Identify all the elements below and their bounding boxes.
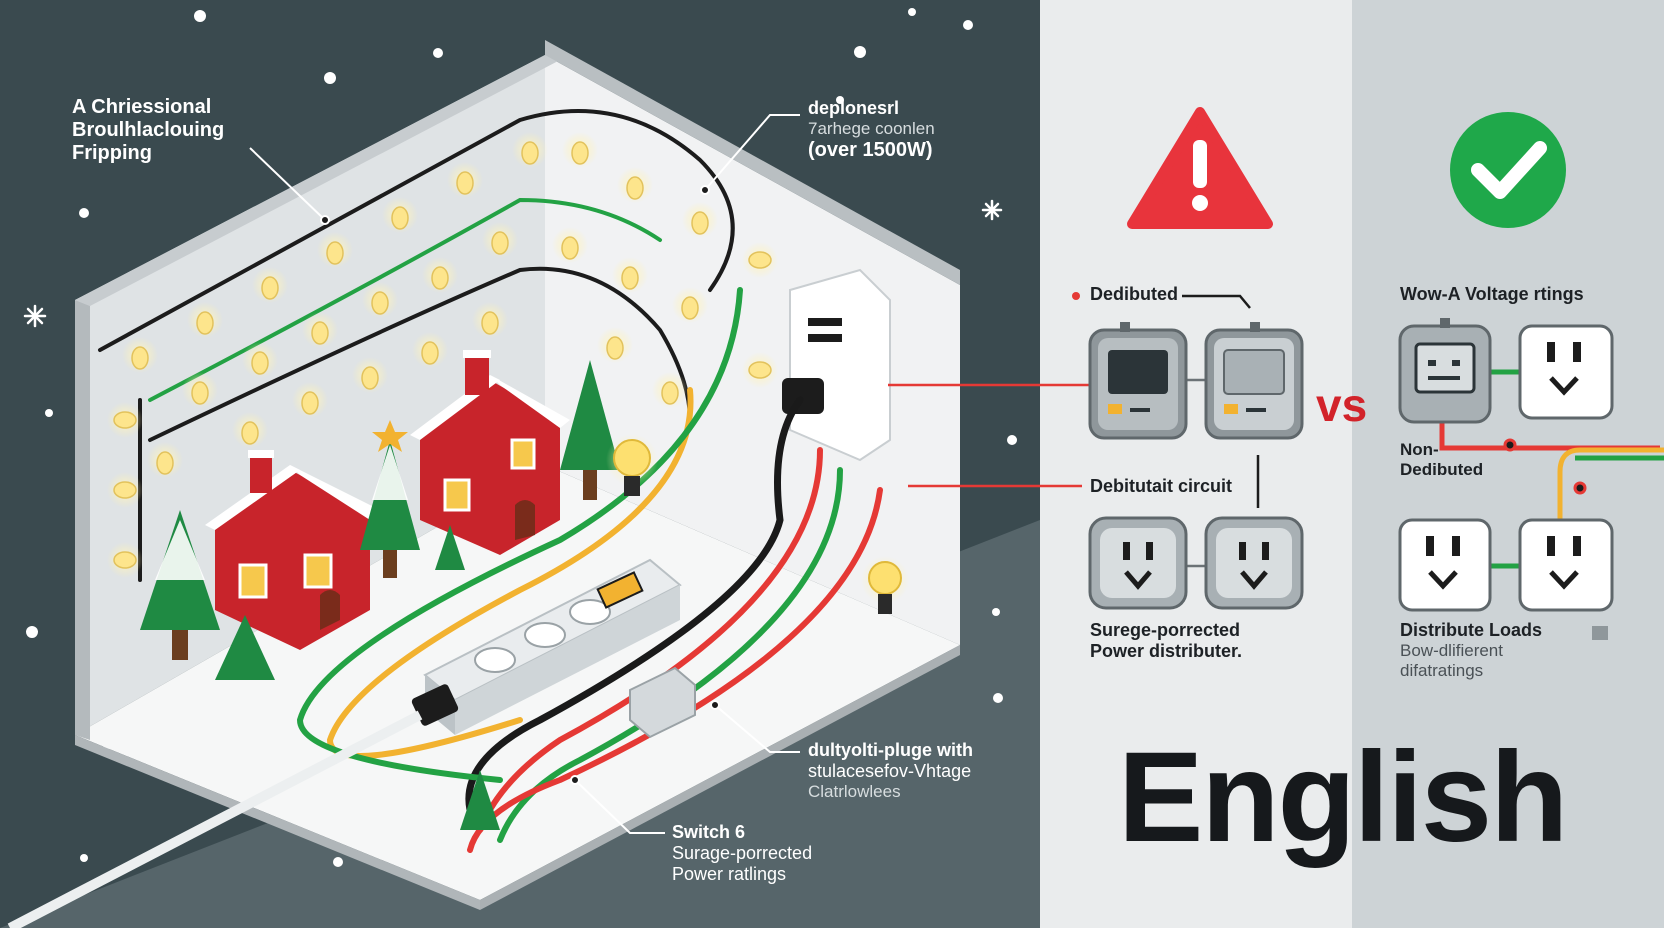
circuit-label: Debitutait circuit [1090, 476, 1233, 496]
top-label-line: (over 1500W) [808, 139, 933, 161]
callout-leaders [249, 114, 800, 834]
switch-label-line: Power ratlings [672, 864, 787, 884]
left-title-line: A Chriessional [72, 96, 212, 118]
non-dedicated-line: Dedibuted [1400, 460, 1484, 479]
red-bullet-dot [1072, 292, 1080, 300]
surge-label-line: Power distributer. [1090, 641, 1243, 661]
surge-label: Surege-porrected Power distributer. [1090, 620, 1242, 662]
plug-label: dultyolti-pluge with stulacesefov-Vhtage… [808, 740, 973, 802]
right-title: Wow-A Voltage rtings [1400, 284, 1584, 304]
christmas-trees [140, 360, 620, 830]
vs-label: vs [1316, 379, 1368, 431]
snowflake-icon [23, 199, 1003, 328]
snow-dots [26, 8, 1017, 867]
plug-label-line: Clatrlowlees [808, 782, 901, 801]
top-right-label: deplonesrl 7arhege coonlen (over 1500W) [808, 98, 935, 162]
distribute-label: Distribute Loads Bow-dlifierent difatrat… [1400, 620, 1542, 681]
top-label-title: deplonesrl [808, 98, 900, 118]
non-dedicated-label: Non- Dedibuted [1400, 440, 1483, 480]
plug-label-line: dultyolti-pluge with [808, 740, 973, 760]
right-meter-icon [1398, 318, 1492, 424]
big-word-title: English [1118, 726, 1568, 869]
house-large [410, 350, 570, 555]
distribute-line: difatratings [1400, 661, 1484, 680]
switch-label: Switch 6 Surage-porrected Power ratlings [672, 822, 812, 885]
connector-lines [888, 294, 1260, 568]
warning-triangle-icon [1127, 107, 1273, 229]
power-strip [7, 558, 696, 928]
switch-label-title: Switch 6 [672, 822, 746, 842]
wall-outlet [782, 268, 891, 462]
light-bulb-icon [606, 434, 909, 614]
plug-label-line: stulacesefov-Vhtage [808, 761, 972, 781]
meter-icon [1088, 322, 1304, 440]
outlet-icon [1088, 516, 1304, 610]
right-wiring [1439, 369, 1664, 569]
surge-label-line: Surege-porrected [1090, 620, 1241, 640]
small-square-icon [1592, 626, 1608, 640]
right-outlet-icon [1398, 324, 1614, 612]
light-bulbs [107, 132, 778, 578]
non-dedicated-line: Non- [1400, 440, 1439, 459]
distribute-title: Distribute Loads [1400, 620, 1543, 640]
check-circle-icon [1450, 112, 1566, 228]
left-title: A Chriessional Broulhlaclouing Fripping [72, 96, 224, 165]
house-small [205, 450, 380, 650]
switch-label-line: Surage-porrected [672, 843, 813, 863]
left-title-line: Fripping [72, 142, 152, 164]
distribute-line: Bow-dlifierent [1400, 641, 1503, 660]
left-title-line: Broulhlaclouing [72, 119, 225, 141]
dedicated-label: Dedibuted [1090, 284, 1178, 304]
top-label-line: 7arhege coonlen [808, 119, 935, 138]
